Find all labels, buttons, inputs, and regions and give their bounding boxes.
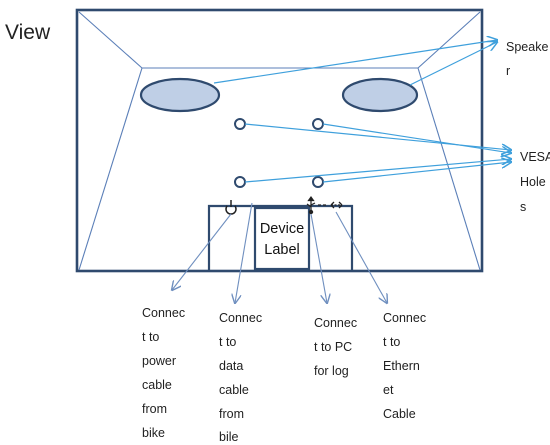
svg-text:Hole: Hole <box>520 175 546 189</box>
device-back-panel <box>75 8 484 273</box>
svg-text:bike: bike <box>142 426 165 440</box>
svg-text:t to: t to <box>219 335 236 349</box>
svg-text:t to: t to <box>142 330 159 344</box>
svg-text:cable: cable <box>219 383 249 397</box>
svg-text:t to PC: t to PC <box>314 340 352 354</box>
power-icon <box>225 200 237 215</box>
bevel-line-left <box>78 67 143 271</box>
vesa-callout: VESA Hole s <box>520 150 550 214</box>
speaker-left <box>139 77 221 113</box>
network-icon <box>330 201 343 209</box>
vesa-hole-bottom-left <box>234 176 246 188</box>
vesa-arrow-4 <box>322 162 511 183</box>
svg-text:data: data <box>219 359 243 373</box>
speaker-arrows <box>213 40 497 86</box>
data-callout: Connec t to data cable from bile <box>219 311 262 444</box>
ethernet-callout: Connec t to Ethern et Cable <box>383 311 426 421</box>
pc-arrow <box>310 213 327 303</box>
data-arrow <box>235 202 253 303</box>
bevel-line-top-right <box>417 11 481 69</box>
vesa-hole-bottom-right <box>312 176 324 188</box>
svg-text:Ethern: Ethern <box>383 359 420 373</box>
svg-text:bile: bile <box>219 430 239 444</box>
power-callout: Connec t to power cable from bike <box>142 306 185 440</box>
svg-text:Connec: Connec <box>314 316 357 330</box>
speaker-right <box>341 77 419 113</box>
power-arrow <box>172 213 232 290</box>
view-title: View <box>5 21 51 44</box>
speaker-callout: Speake r <box>506 40 548 78</box>
vesa-arrow-3 <box>244 159 511 183</box>
vesa-hole-top-left <box>234 118 246 130</box>
speaker-arrow-left <box>213 40 497 84</box>
vesa-hole-top-right <box>312 118 324 130</box>
svg-text:Speake: Speake <box>506 40 548 54</box>
port-arrows <box>172 202 387 303</box>
svg-text:VESA: VESA <box>520 150 550 164</box>
vesa-arrow-2 <box>322 123 511 153</box>
device-label-line-1: Device <box>260 221 304 237</box>
svg-text:cable: cable <box>142 378 172 392</box>
ethernet-arrow <box>335 211 387 303</box>
vesa-arrows <box>244 123 511 183</box>
bevel-line-top-left <box>78 11 143 69</box>
pc-callout: Connec t to PC for log <box>314 316 357 378</box>
device-label-box <box>253 206 311 271</box>
svg-text:r: r <box>506 64 510 78</box>
svg-text:for log: for log <box>314 364 349 378</box>
device-label-line-2: Label <box>264 242 299 258</box>
svg-text:Connec: Connec <box>383 311 426 325</box>
speaker-arrow-right <box>409 42 497 86</box>
svg-text:s: s <box>520 200 526 214</box>
usb-icon <box>306 195 316 215</box>
svg-text:from: from <box>142 402 167 416</box>
vesa-arrow-1 <box>244 123 511 150</box>
svg-text:Cable: Cable <box>383 407 416 421</box>
svg-text:power: power <box>142 354 176 368</box>
connector-bay <box>207 204 354 271</box>
svg-text:Connec: Connec <box>142 306 185 320</box>
svg-text:from: from <box>219 407 244 421</box>
svg-text:Connec: Connec <box>219 311 262 325</box>
svg-text:et: et <box>383 383 394 397</box>
svg-text:t to: t to <box>383 335 400 349</box>
